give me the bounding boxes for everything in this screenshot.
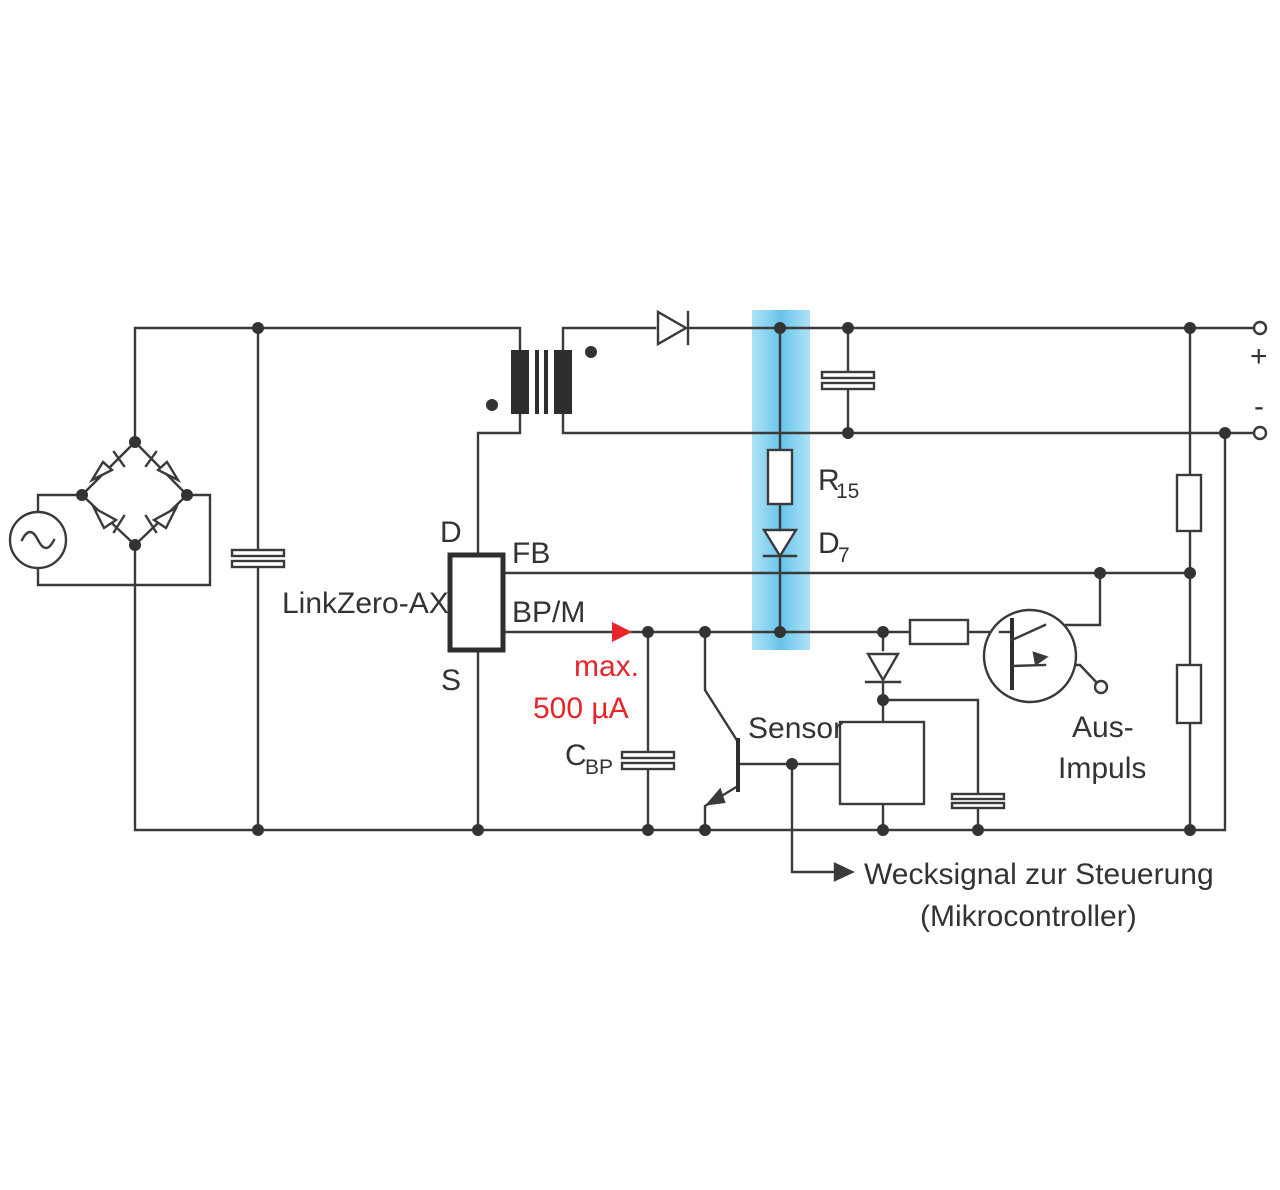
d7-subscript: 7 <box>838 544 850 567</box>
bridge-rectifier <box>80 440 189 547</box>
transformer <box>486 346 597 414</box>
cbp-capacitor <box>620 750 676 771</box>
aus-impuls-line2: Impuls <box>1058 752 1146 785</box>
output-transistor-icon <box>982 608 1078 704</box>
sensor-label: Sensor <box>748 712 843 745</box>
pin-d-label: D <box>440 516 462 549</box>
sensor-transistor-icon <box>705 738 740 806</box>
wake-signal-line2: (Mikrocontroller) <box>920 900 1137 933</box>
base-resistor <box>908 618 970 646</box>
terminal-minus <box>1252 425 1268 441</box>
r15-label: R <box>818 464 840 497</box>
output-capacitor <box>820 370 876 391</box>
ic-name-label: LinkZero-AX <box>282 587 449 620</box>
plus-label: + <box>1250 340 1268 373</box>
timing-capacitor <box>950 792 1006 810</box>
current-arrow-icon <box>612 622 632 642</box>
r15-resistor <box>766 448 794 506</box>
r15-subscript: 15 <box>836 480 859 503</box>
pin-fb-label: FB <box>512 537 550 570</box>
ac-source-icon <box>8 510 68 570</box>
d7-label: D <box>818 527 840 560</box>
sensor-diode <box>864 652 902 684</box>
pin-bpm-label: BP/M <box>512 596 585 629</box>
minus-label: - <box>1254 390 1264 423</box>
aus-impuls-terminal <box>1093 679 1109 695</box>
aus-impuls-line1: Aus- <box>1072 711 1134 744</box>
linkzero-ic <box>447 552 506 653</box>
divider-resistor-top <box>1175 473 1203 533</box>
pin-s-label: S <box>441 664 461 697</box>
sensor-block <box>838 720 926 806</box>
wake-signal-line1: Wecksignal zur Steuerung <box>864 858 1214 891</box>
current-limit-line1: max. <box>574 650 639 683</box>
output-diode <box>656 309 690 347</box>
junction-dots <box>76 322 1231 836</box>
divider-resistor-bottom <box>1175 663 1203 725</box>
d7-diode <box>761 528 799 559</box>
input-capacitor <box>230 548 286 569</box>
wires <box>36 326 1257 874</box>
wake-arrow-icon <box>833 862 855 882</box>
cbp-label: C <box>565 739 587 772</box>
current-limit-line2: 500 µA <box>533 692 629 725</box>
terminal-plus <box>1252 320 1268 336</box>
cbp-subscript: BP <box>585 756 613 779</box>
